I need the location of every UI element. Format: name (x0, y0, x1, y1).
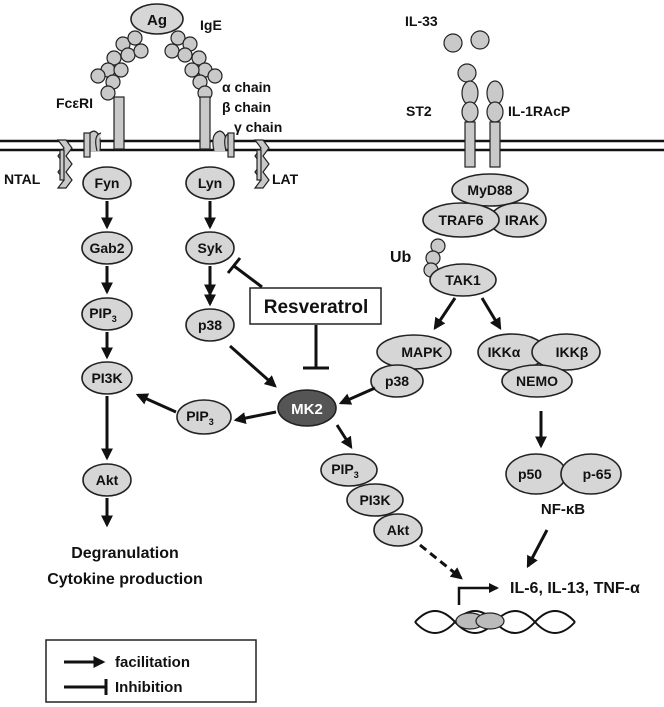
p50-node: p50 (505, 453, 567, 495)
gab2-node: Gab2 (81, 231, 133, 265)
irak-node: IRAK (489, 202, 547, 238)
legend: facilitation Inhibition (45, 639, 257, 703)
svg-text:TRAF6: TRAF6 (438, 212, 483, 228)
svg-text:MyD88: MyD88 (467, 182, 512, 198)
beta-chain-label: β chain (222, 99, 271, 115)
il33-ligand (443, 30, 490, 83)
pip3-node-low: PIP3 (320, 453, 378, 487)
mk2-node: MK2 (277, 389, 337, 427)
lat-adaptor (253, 139, 270, 189)
st2-label: ST2 (406, 103, 432, 119)
lyn-node: Lyn (185, 166, 235, 200)
gamma-chain-label: γ chain (234, 119, 282, 135)
ige-label: IgE (200, 17, 222, 33)
mapk-node: MAPK (376, 334, 452, 370)
cytokine-production-label: Cytokine production (47, 571, 203, 588)
svg-text:MAPK: MAPK (401, 344, 442, 360)
p65-node: p-65 (560, 453, 622, 495)
resveratrol-box: Resveratrol (249, 287, 382, 325)
alpha-chain-label: α chain (222, 79, 271, 95)
ntal-adaptor (56, 139, 73, 189)
svg-text:IRAK: IRAK (505, 212, 539, 228)
svg-text:PIP3: PIP3 (186, 408, 214, 427)
nfkb-label: NF-κB (541, 501, 585, 518)
svg-text:p38: p38 (385, 373, 409, 389)
traf6-node: TRAF6 (422, 202, 500, 238)
legend-inhibition: Inhibition (115, 679, 182, 696)
svg-text:Syk: Syk (198, 240, 223, 256)
ubiquitin-chain (423, 238, 446, 278)
inhibition-lines (226, 257, 329, 370)
legend-facilitation: facilitation (115, 654, 190, 671)
il1racp-label: IL-1RAcP (508, 103, 570, 119)
svg-text:TAK1: TAK1 (445, 272, 481, 288)
il1racp-receptor (486, 80, 504, 168)
svg-text:MK2: MK2 (291, 401, 323, 418)
p38-node-left: p38 (185, 308, 235, 342)
akt-node-low: Akt (373, 513, 423, 547)
svg-text:PI3K: PI3K (359, 492, 390, 508)
svg-text:Akt: Akt (96, 472, 119, 488)
myd88-node: MyD88 (451, 173, 529, 207)
syk-node: Syk (185, 231, 235, 265)
pi3k-node-left: PI3K (81, 361, 133, 395)
svg-text:p50: p50 (518, 466, 542, 482)
fceri-receptor-right (164, 30, 235, 158)
svg-text:PIP3: PIP3 (89, 305, 117, 324)
svg-text:p-65: p-65 (583, 466, 612, 482)
svg-text:IKKβ: IKKβ (556, 344, 589, 360)
facilitation-arrows (101, 201, 549, 580)
il33-label: IL-33 (405, 13, 438, 29)
cytokine-output-label: IL-6, IL-13, TNF-α (510, 580, 640, 597)
tak1-node: TAK1 (429, 263, 497, 297)
st2-receptor (461, 80, 479, 168)
svg-text:PI3K: PI3K (91, 370, 122, 386)
cell-membrane (0, 139, 664, 152)
svg-text:Akt: Akt (387, 522, 410, 538)
pi3k-node-low: PI3K (346, 483, 404, 517)
fceri-receptor-left (83, 30, 149, 158)
svg-text:Lyn: Lyn (198, 175, 222, 191)
svg-text:NEMO: NEMO (516, 373, 558, 389)
ikkb-node: IKKβ (531, 333, 601, 371)
svg-text:PIP3: PIP3 (331, 461, 359, 480)
svg-text:IKKα: IKKα (488, 344, 521, 360)
nemo-node: NEMO (501, 364, 573, 398)
pip3-node-mid: PIP3 (176, 399, 232, 435)
akt-node-left: Akt (82, 463, 132, 497)
resveratrol-label: Resveratrol (264, 297, 369, 318)
lat-label: LAT (272, 171, 299, 187)
dna-icon (414, 583, 576, 634)
ntal-label: NTAL (4, 171, 41, 187)
p38-node-right: p38 (370, 364, 424, 398)
fceri-label: FcεRI (56, 95, 93, 111)
svg-text:Gab2: Gab2 (89, 240, 124, 256)
degranulation-label: Degranulation (71, 545, 179, 562)
fyn-node: Fyn (82, 166, 132, 200)
svg-text:p38: p38 (198, 317, 222, 333)
antigen-node: Ag (130, 3, 184, 35)
ub-label: Ub (390, 249, 412, 266)
svg-text:Fyn: Fyn (95, 175, 120, 191)
pip3-node-left: PIP3 (81, 297, 133, 331)
ag-label: Ag (147, 12, 167, 29)
